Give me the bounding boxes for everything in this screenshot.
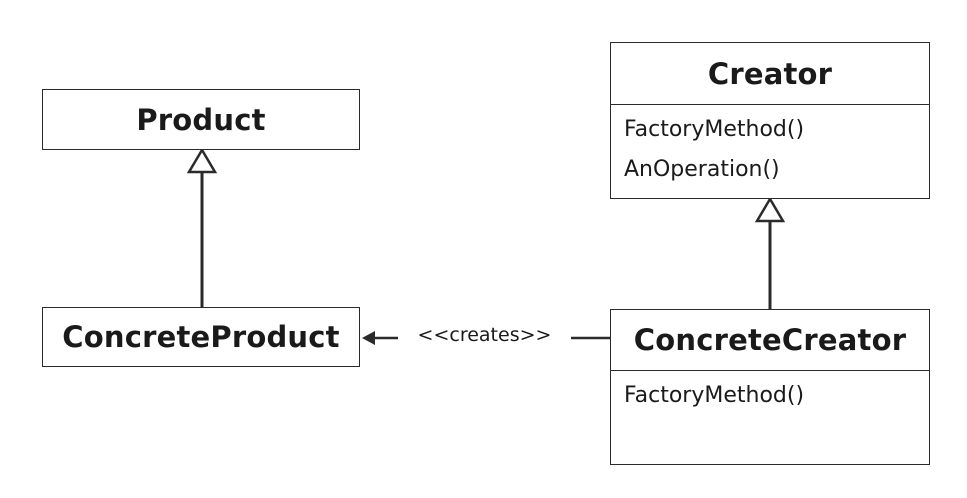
- product-class-name: Product: [136, 102, 266, 137]
- concrete-creator-method-factory: FactoryMethod(): [624, 383, 805, 408]
- creator-inheritance-arrowhead: [754, 196, 786, 223]
- creator-class: Creator FactoryMethod() AnOperation(): [610, 42, 930, 199]
- product-inheritance-arrowhead: [186, 147, 218, 174]
- concrete-product-class: ConcreteProduct: [42, 307, 360, 367]
- concrete-creator-methods: FactoryMethod(): [611, 370, 929, 464]
- concrete-creator-class: ConcreteCreator FactoryMethod(): [610, 309, 930, 465]
- creates-arrowhead: [362, 331, 375, 345]
- product-class: Product: [42, 89, 360, 150]
- creator-method-anoperation: AnOperation(): [624, 157, 780, 182]
- concrete-creator-class-name: ConcreteCreator: [633, 323, 907, 357]
- creator-methods: FactoryMethod() AnOperation(): [611, 104, 929, 198]
- concrete-product-class-name: ConcreteProduct: [62, 320, 340, 354]
- creator-class-name: Creator: [707, 56, 833, 91]
- creates-stereotype-label: <<creates>>: [398, 324, 571, 346]
- creator-method-factory: FactoryMethod(): [624, 117, 805, 142]
